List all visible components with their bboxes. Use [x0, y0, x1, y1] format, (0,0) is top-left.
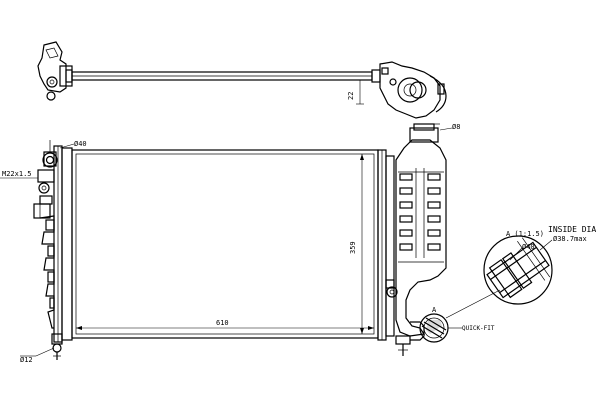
right-header — [377, 149, 395, 341]
top-view-right-fitting — [371, 61, 447, 119]
dia-detail-label: Ø40 — [522, 243, 535, 251]
left-bottom-fitting — [51, 333, 63, 360]
top-view-left-fitting — [37, 41, 73, 101]
left-side-brackets — [33, 203, 55, 329]
left-header-tank — [53, 145, 73, 343]
dim-dia-tank: Ø8 — [439, 123, 460, 131]
dim-dia-left-bottom: Ø12 — [20, 347, 55, 364]
dia-tank-label: Ø8 — [452, 123, 460, 131]
dia-left-bottom-label: Ø12 — [20, 356, 33, 364]
radiator-core — [71, 149, 379, 339]
front-view: 359 610 Ø40 M22x1.5 Ø12 Ø8 — [0, 123, 501, 364]
expansion-tank-ribs — [398, 168, 444, 263]
detail-leader-line — [445, 289, 501, 319]
dim-height-label: 359 — [349, 241, 357, 254]
detail-a: A (1:1.5) INSIDE DIA Ø38.7max Ø40 — [483, 225, 596, 305]
dim-thread-left: M22x1.5 — [0, 170, 38, 179]
thread-left-label: M22x1.5 — [2, 170, 32, 178]
detail-title-label: A (1:1.5) — [506, 230, 544, 238]
left-top-fitting — [37, 140, 58, 205]
inside-dia-value-label: Ø38.7max — [553, 235, 587, 243]
dim-width-label: 610 — [216, 319, 229, 327]
quick-fit-label: QUICK-FIT — [462, 325, 495, 332]
dim-22: 22 — [347, 79, 364, 105]
detail-circle — [483, 235, 553, 305]
quick-fit-connector — [419, 313, 449, 343]
expansion-tank — [385, 123, 447, 337]
right-bottom-outlet — [395, 321, 425, 356]
dim-width: 610 — [76, 319, 374, 330]
dim-dia-left-top: Ø40 — [59, 140, 87, 149]
top-view: 22 — [37, 41, 447, 119]
radiator-core-inner — [75, 153, 375, 335]
dia-left-top-label: Ø40 — [74, 140, 87, 148]
detail-marker-label: A — [432, 306, 437, 314]
quick-fit-callout: QUICK-FIT — [448, 325, 495, 332]
dim-22-label: 22 — [347, 92, 355, 100]
inside-dia-label: INSIDE DIA — [548, 225, 596, 234]
dim-height: 359 — [349, 154, 364, 334]
